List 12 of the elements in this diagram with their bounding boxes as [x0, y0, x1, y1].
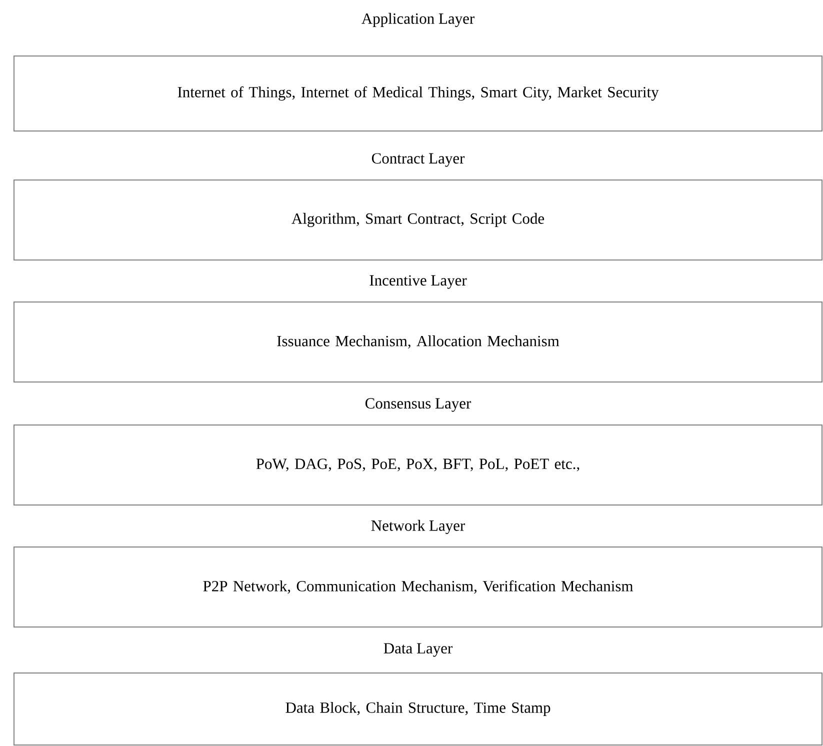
layer-box: Algorithm, Smart Contract, Script Code: [14, 179, 822, 260]
layer-heading: Contract Layer: [372, 153, 465, 167]
layer-box: P2P Network, Communication Mechanism, Verification Mechanism: [14, 546, 822, 628]
layer-box: PoW, DAG, PoS, PoE, PoX, BFT, PoL, PoET etc.,: [14, 424, 822, 506]
layer-heading: Incentive Layer: [370, 275, 467, 289]
layer-box: Issuance Mechanism, Allocation Mechanism: [14, 301, 822, 382]
layer-heading: Data Layer: [384, 643, 452, 657]
layer-box: Data Block, Chain Structure, Time Stamp: [14, 672, 822, 746]
layer-box: Internet of Things, Internet of Medical Things, Smart City, Market Security: [14, 55, 822, 132]
layer-heading: Consensus Layer: [365, 398, 472, 412]
layer-heading: Application Layer: [362, 12, 474, 28]
layer-heading: Network Layer: [371, 520, 465, 534]
